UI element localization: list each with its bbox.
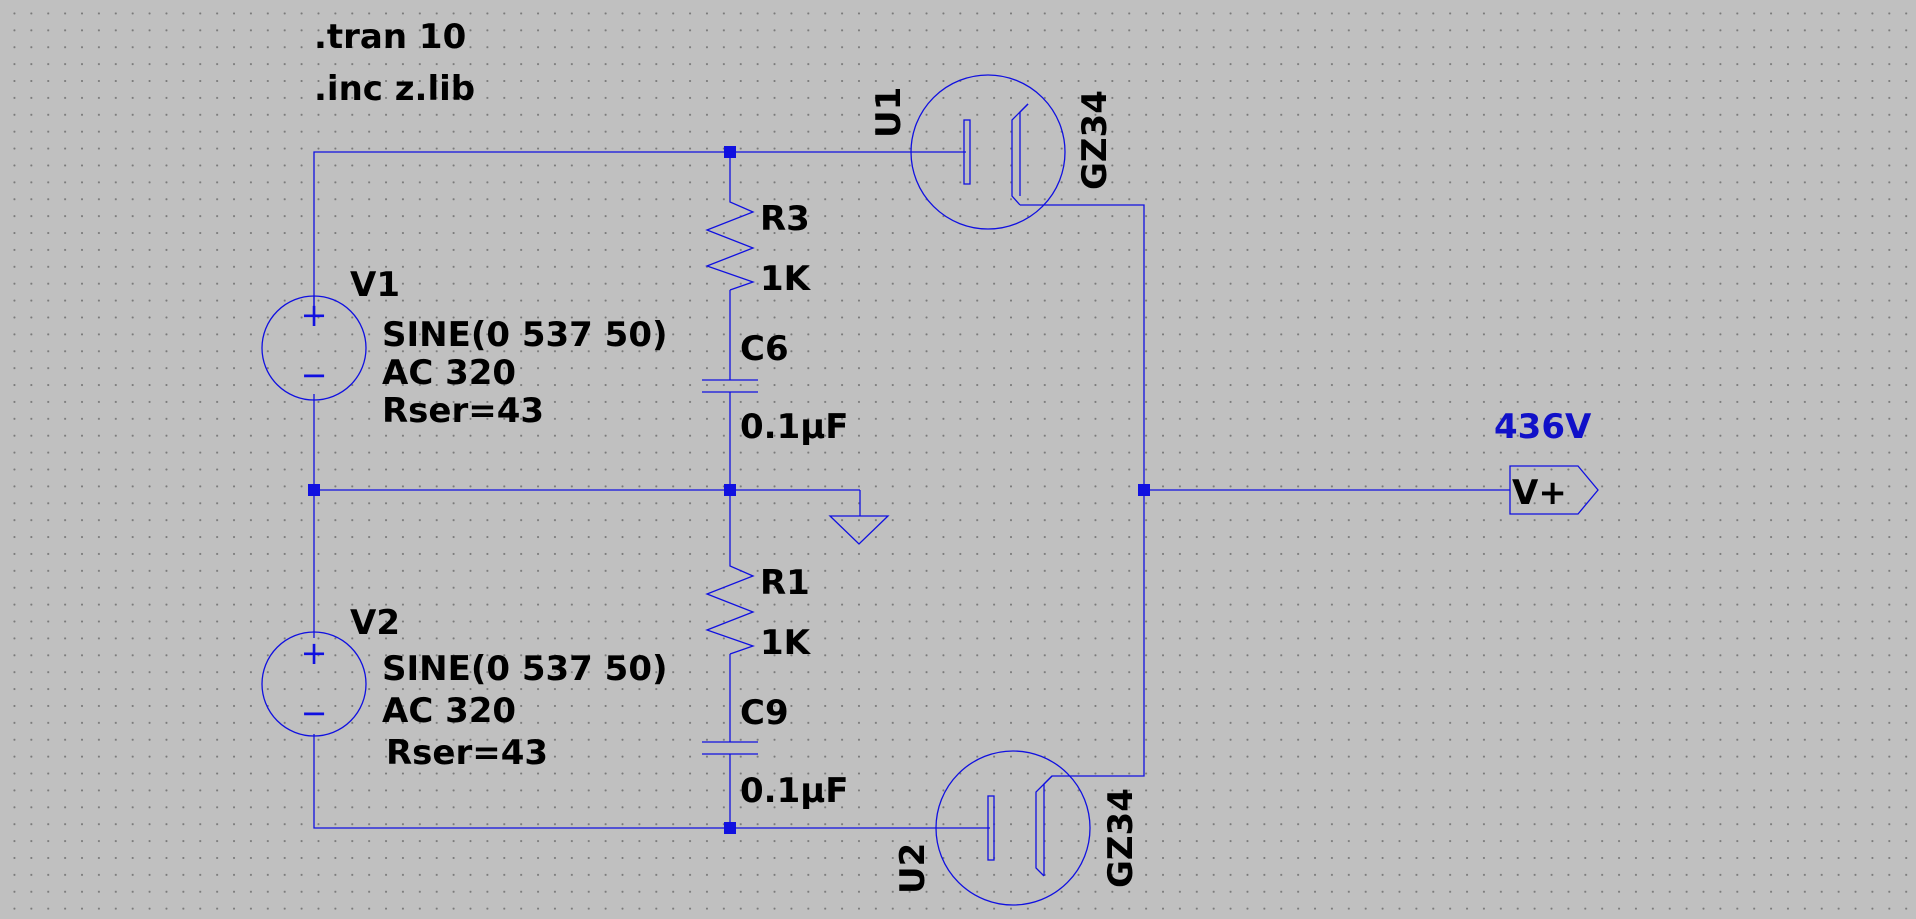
v2-minus-sign: − [301, 694, 328, 732]
junction-dot [724, 146, 736, 158]
v1-ac: AC 320 [382, 353, 516, 393]
v1-plus-sign: + [301, 296, 328, 334]
capacitor-c6[interactable] [702, 379, 758, 393]
junction-dot [724, 822, 736, 834]
junction-dot [724, 484, 736, 496]
wire-top-rail[interactable] [313, 151, 945, 306]
c9-name: C9 [740, 693, 789, 733]
voltage-source-v1[interactable]: + − [261, 295, 367, 401]
v2-name: V2 [350, 603, 400, 643]
c9-value: 0.1µF [740, 771, 848, 811]
resistor-r1[interactable] [705, 556, 755, 655]
wire-right-rail[interactable] [1020, 204, 1145, 777]
u1-model: GZ34 [1075, 90, 1115, 190]
r3-value: 1K [760, 259, 812, 299]
v2-rser: Rser=43 [386, 733, 548, 773]
directive-include[interactable]: .inc z.lib [314, 69, 475, 109]
r1-name: R1 [760, 563, 810, 603]
r1-value: 1K [760, 623, 812, 663]
v2-waveform: SINE(0 537 50) [382, 649, 668, 689]
junctions [308, 146, 1150, 834]
output-net-label: V+ [1512, 473, 1567, 513]
u2-name: U2 [893, 843, 933, 894]
resistor-r3[interactable] [705, 192, 755, 291]
u1-name: U1 [869, 87, 909, 138]
v1-minus-sign: − [301, 356, 328, 394]
v1-name: V1 [350, 265, 400, 305]
u2-model: GZ34 [1101, 788, 1141, 888]
junction-dot [308, 484, 320, 496]
v1-rser: Rser=43 [382, 391, 544, 431]
ground-symbol[interactable] [828, 490, 890, 545]
junction-dot [1138, 484, 1150, 496]
tube-u1[interactable] [910, 74, 1066, 230]
v2-ac: AC 320 [382, 691, 516, 731]
v2-plus-sign: + [301, 634, 328, 672]
r3-name: R3 [760, 199, 810, 239]
tube-u2[interactable] [935, 750, 1091, 906]
voltage-source-v2[interactable]: + − [261, 631, 367, 737]
capacitor-c9[interactable] [702, 741, 758, 755]
c6-name: C6 [740, 329, 789, 369]
v1-waveform: SINE(0 537 50) [382, 315, 668, 355]
directive-tran[interactable]: .tran 10 [314, 17, 466, 57]
output-voltage: 436V [1494, 407, 1592, 447]
output-net-flag[interactable]: V+ [1509, 465, 1599, 515]
c6-value: 0.1µF [740, 407, 848, 447]
wire-bottom-rail[interactable] [313, 734, 970, 829]
